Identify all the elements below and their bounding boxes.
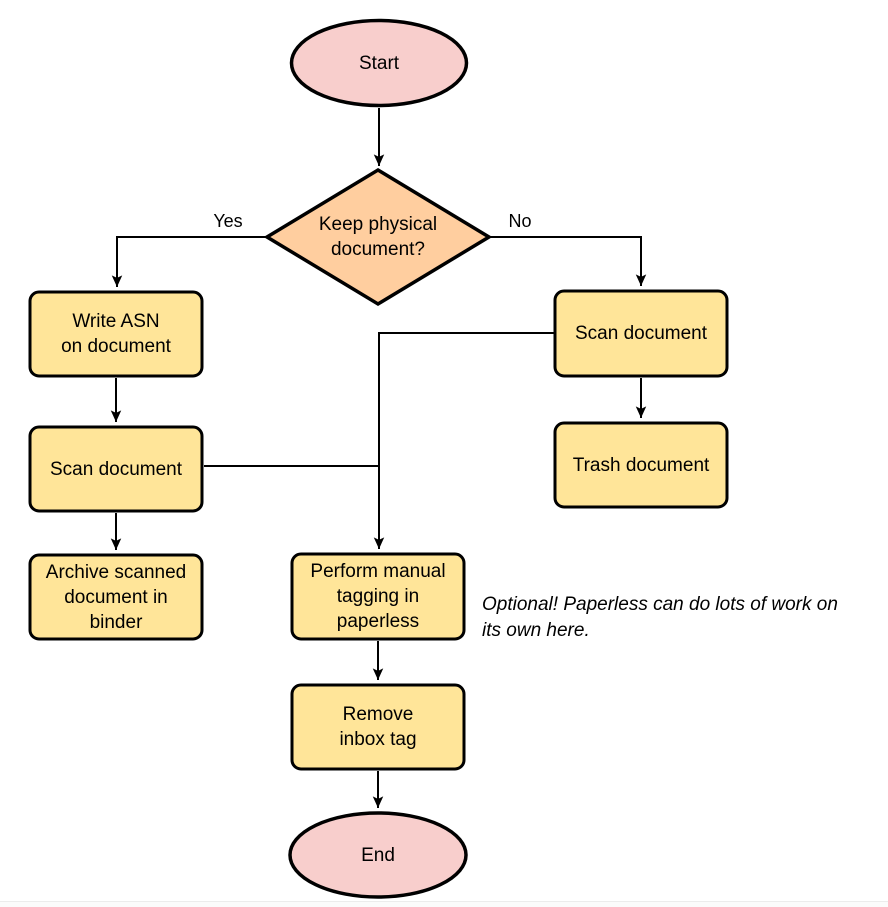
trash-document-node [553, 421, 729, 509]
scan-document-left-node [28, 425, 204, 513]
decision-node [263, 167, 493, 307]
archive-node [28, 553, 204, 641]
scan-document-right-node [553, 289, 729, 378]
bottom-strip [0, 902, 888, 907]
edge-decision-yes-to-write-asn [111, 236, 267, 287]
tagging-node [290, 552, 466, 641]
edge-layer [110, 108, 647, 808]
node-layer [28, 18, 729, 899]
bottom-divider [0, 901, 888, 902]
end-node [288, 811, 468, 899]
remove-inbox-node [290, 683, 466, 771]
start-node [289, 18, 469, 108]
edge-decision-no-to-scan-right [489, 236, 647, 286]
optional-annotation: Optional! Paperless can do lots of work … [482, 594, 838, 641]
edge-scan-right-to-tagging [373, 332, 554, 549]
write-asn-node [28, 290, 204, 378]
